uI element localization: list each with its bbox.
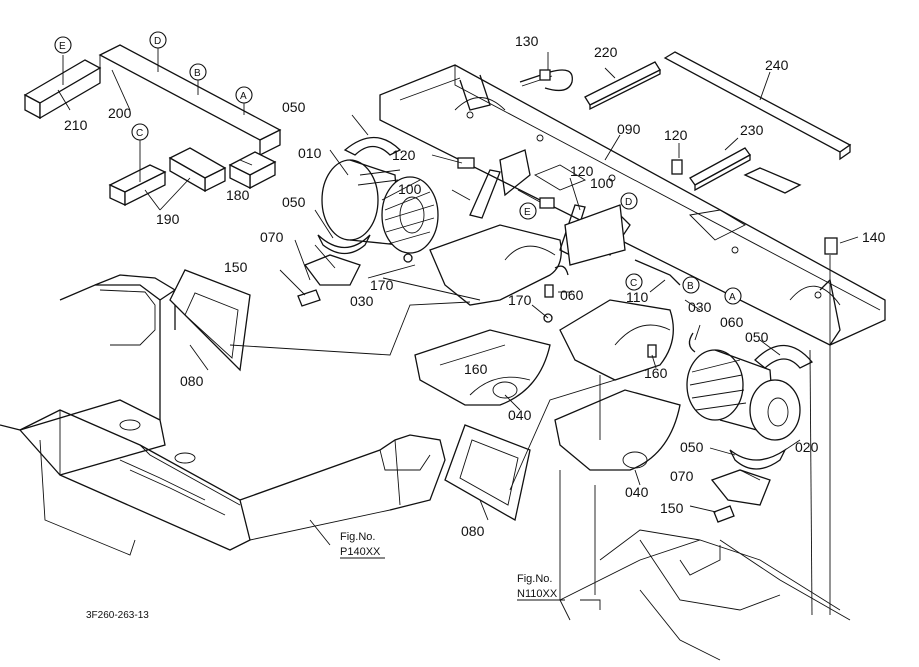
callout-150-b: 150 (660, 500, 684, 516)
drawing-code: 3F260-263-13 (86, 610, 149, 621)
callout-140: 140 (862, 229, 886, 245)
callout-120-b: 120 (664, 127, 688, 143)
seal-strips (23, 44, 282, 207)
figure-references: Fig.No. P140XX Fig.No. N110XX (340, 531, 565, 601)
callout-labels: 210 200 180 190 050 010 050 070 150 170 … (64, 33, 886, 539)
callout-010: 010 (298, 145, 322, 161)
callout-120-c: 120 (570, 163, 594, 179)
callout-020: 020 (795, 439, 819, 455)
marker-d-2: D (625, 197, 632, 208)
blower-fan-right (686, 349, 801, 441)
callout-210: 210 (64, 117, 88, 133)
duct-assembly (0, 274, 446, 556)
callout-130: 130 (515, 33, 539, 49)
callout-070-a: 070 (260, 229, 284, 245)
callout-180: 180 (226, 187, 250, 203)
callout-050-a: 050 (282, 99, 306, 115)
callout-050-c: 050 (745, 329, 769, 345)
marker-e-2: E (524, 207, 531, 218)
callout-080-a: 080 (180, 373, 204, 389)
callout-220: 220 (594, 44, 618, 60)
callout-030-a: 030 (350, 293, 374, 309)
marker-d-1: D (154, 36, 161, 47)
callout-060-a: 060 (560, 287, 584, 303)
callout-160-b: 160 (644, 365, 668, 381)
callout-080-b: 080 (461, 523, 485, 539)
marker-c-1: C (136, 128, 143, 139)
marker-b-2: B (687, 281, 694, 292)
callout-160-a: 160 (464, 361, 488, 377)
fig-ref-2-code: N110XX (517, 588, 558, 600)
callout-060-b: 060 (720, 314, 744, 330)
callout-100-a: 100 (398, 181, 422, 197)
callout-030-b: 030 (688, 299, 712, 315)
callout-170-a: 170 (370, 277, 394, 293)
callout-050-d: 050 (680, 439, 704, 455)
callout-150-a: 150 (224, 259, 248, 275)
housing-bracket (379, 64, 886, 346)
cable-tie (519, 69, 573, 92)
seal-strips-right (584, 51, 852, 194)
callout-240: 240 (765, 57, 789, 73)
leader-lines (57, 48, 859, 616)
reference-markers: E D B A C E D C B A (54, 31, 742, 305)
fig-ref-1-title: Fig.No. (340, 531, 375, 543)
marker-a-2: A (729, 292, 736, 303)
callout-110: 110 (626, 289, 649, 305)
fan-housings (414, 224, 681, 471)
callout-200: 200 (108, 105, 132, 121)
callout-230: 230 (740, 122, 764, 138)
callout-050-b: 050 (282, 194, 306, 210)
marker-e-1: E (59, 41, 66, 52)
marker-b-1: B (194, 68, 201, 79)
callout-070-b: 070 (670, 468, 694, 484)
callout-170-b: 170 (508, 292, 532, 308)
fig-ref-1-code: P140XX (340, 546, 381, 558)
callout-120-a: 120 (392, 147, 416, 163)
blower-fan-left (321, 159, 439, 254)
clamps (303, 137, 814, 506)
cab-frame (559, 470, 851, 661)
callout-190: 190 (156, 211, 180, 227)
marker-a-1: A (240, 91, 247, 102)
callout-090: 090 (617, 121, 641, 137)
callout-040-a: 040 (508, 407, 532, 423)
hardware (297, 157, 838, 523)
marker-c-2: C (630, 278, 637, 289)
fig-ref-2-title: Fig.No. (517, 573, 552, 585)
callout-100-b: 100 (590, 175, 614, 191)
callout-040-b: 040 (625, 484, 649, 500)
